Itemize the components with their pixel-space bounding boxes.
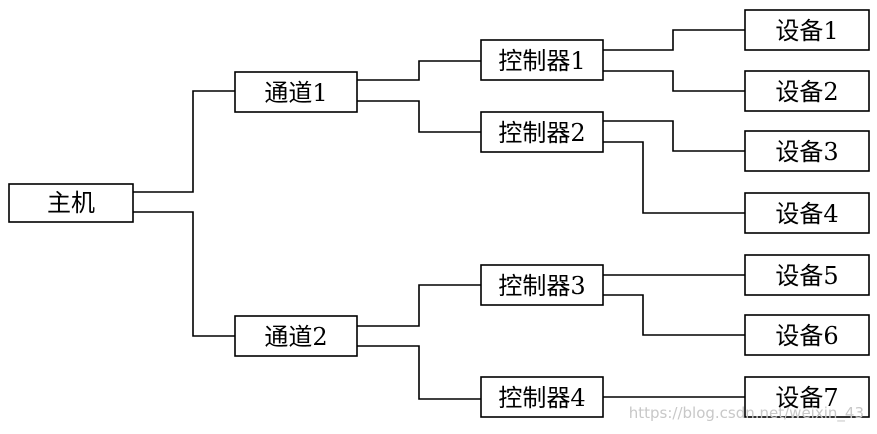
connector-controller1-device1 — [603, 29, 745, 51]
watermark: https://blog.csdn.net/weixin_43 — [629, 404, 864, 423]
device-label: 设备6 — [775, 322, 838, 350]
connector-channel1-controller2 — [357, 100, 481, 133]
device-label: 设备1 — [775, 17, 838, 45]
device-label: 设备5 — [775, 262, 838, 290]
channel-node-2: 通道2 — [234, 315, 358, 357]
connector-controller3-device6 — [603, 294, 745, 336]
device-node-7: 设备7 — [744, 376, 870, 418]
connector-channel1-controller1 — [357, 60, 481, 81]
device-node-4: 设备4 — [744, 192, 870, 234]
channel-label: 通道1 — [264, 79, 327, 107]
device-node-2: 设备2 — [744, 70, 870, 112]
connector-controller2-device4 — [603, 141, 745, 214]
controller-label: 控制器4 — [498, 384, 585, 412]
device-node-1: 设备1 — [744, 9, 870, 51]
device-node-6: 设备6 — [744, 314, 870, 356]
device-label: 设备7 — [775, 384, 838, 412]
controller-label: 控制器2 — [498, 119, 585, 147]
controller-label: 控制器3 — [498, 272, 585, 300]
connector-controller2-device3 — [603, 120, 745, 152]
controller-node-4: 控制器4 — [480, 376, 604, 418]
device-label: 设备3 — [775, 138, 838, 166]
controller-node-3: 控制器3 — [480, 264, 604, 306]
controller-node-2: 控制器2 — [480, 111, 604, 153]
channel-label: 通道2 — [264, 323, 327, 351]
connector-channel2-controller4 — [357, 345, 481, 400]
device-node-5: 设备5 — [744, 254, 870, 296]
host-node: 主机 — [8, 183, 134, 223]
connector-channel2-controller3 — [357, 284, 481, 327]
device-label: 设备2 — [775, 78, 838, 106]
device-label: 设备4 — [775, 200, 838, 228]
connector-host-channel2 — [133, 211, 235, 337]
channel-node-1: 通道1 — [234, 71, 358, 113]
host-label: 主机 — [47, 189, 95, 217]
device-node-3: 设备3 — [744, 130, 870, 172]
controller-node-1: 控制器1 — [480, 39, 604, 81]
connectors — [133, 29, 745, 400]
connector-host-channel1 — [133, 90, 235, 193]
controller-label: 控制器1 — [498, 47, 585, 75]
connector-controller1-device2 — [603, 70, 745, 92]
